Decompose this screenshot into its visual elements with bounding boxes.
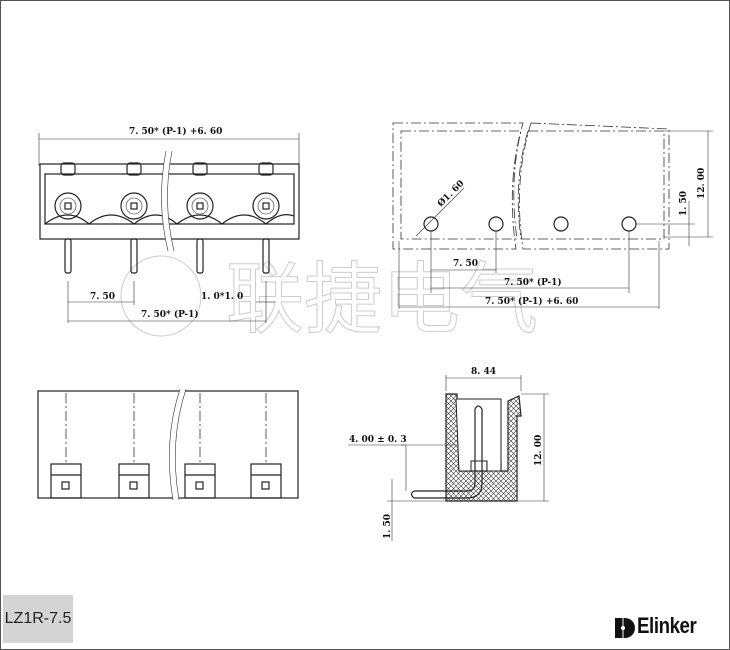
dim-pcb-offset: 1. 50	[679, 191, 689, 216]
dim-pcb-pitch: 7. 50	[453, 259, 478, 269]
dim-pin-tail: 1. 50	[383, 514, 393, 539]
front-view: 7. 50* (P-1) +6. 60 7. 50 7. 50* (P-1) 1…	[38, 126, 300, 323]
dim-front-pin-span: 7. 50* (P-1)	[141, 309, 199, 320]
watermark: 联捷电气	[226, 255, 538, 345]
model-number-label: LZ1R-7.5	[3, 595, 73, 643]
watermark-logo-icon	[120, 255, 202, 337]
dim-pin-offset: 4. 00 ± 0. 3	[349, 435, 407, 445]
dim-hole-diameter: Ø1. 60	[435, 178, 466, 209]
bottom-view	[37, 388, 299, 501]
dim-side-width: 8. 44	[471, 367, 496, 377]
elinker-logo-icon	[615, 618, 635, 638]
brand-logo: Elinker	[613, 613, 707, 639]
dim-pcb-pin-span: 7. 50* (P-1)	[504, 277, 562, 288]
side-view: 8. 44 12. 00 4. 00 ± 0. 3 1. 50	[348, 367, 549, 541]
dim-pcb-height: 12. 00	[697, 168, 707, 199]
dim-front-overall: 7. 50* (P-1) +6. 60	[129, 126, 222, 137]
dim-pcb-overall: 7. 50* (P-1) +6. 60	[485, 296, 578, 307]
dim-side-height: 12. 00	[534, 435, 544, 466]
dim-pin-size: 1. 0*1. 0	[201, 292, 243, 302]
brand-name: Elinker	[637, 613, 697, 638]
dim-front-pitch: 7. 50	[90, 292, 115, 302]
